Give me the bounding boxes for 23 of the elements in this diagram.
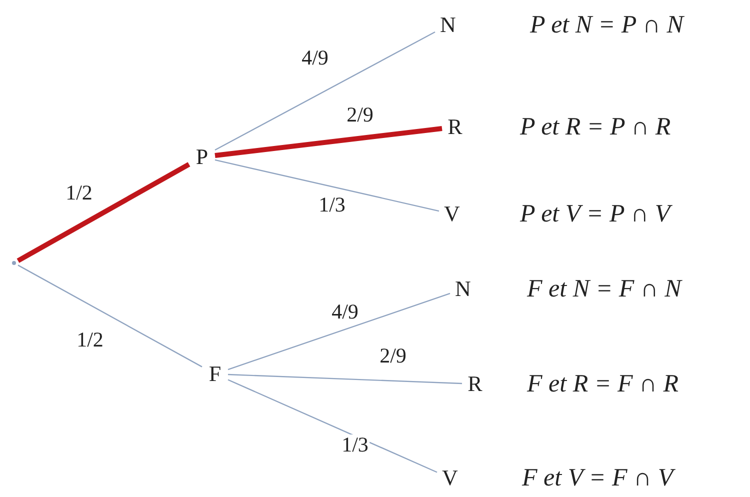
highlighted-branch [214, 126, 442, 158]
branch-line [214, 31, 436, 151]
intersection-formula: F et R = F ∩ R [527, 372, 679, 396]
outcome-label: R [444, 113, 466, 141]
outcome-label: V [441, 200, 463, 228]
intersection-formula: P et V = P ∩ V [520, 202, 670, 226]
branch-line [214, 159, 440, 212]
intersection-formula: P et N = P ∩ N [530, 12, 684, 38]
outcome-label: P [191, 143, 213, 171]
branch-line [228, 374, 462, 384]
intersection-formula: F et N = F ∩ N [527, 276, 682, 302]
outcome-label: N [452, 275, 474, 303]
outcome-label: F [204, 360, 226, 388]
branch-line [228, 292, 450, 370]
intersection-formula: F et V = F ∩ V [522, 466, 674, 490]
intersection-formula: P et R = P ∩ R [520, 114, 671, 140]
highlighted-branch [16, 162, 190, 263]
branch-line [228, 379, 438, 473]
outcome-label: N [437, 11, 459, 39]
root-point [12, 261, 16, 265]
outcome-label: V [439, 464, 461, 492]
branch-line [18, 264, 202, 368]
outcome-label: R [464, 370, 486, 398]
